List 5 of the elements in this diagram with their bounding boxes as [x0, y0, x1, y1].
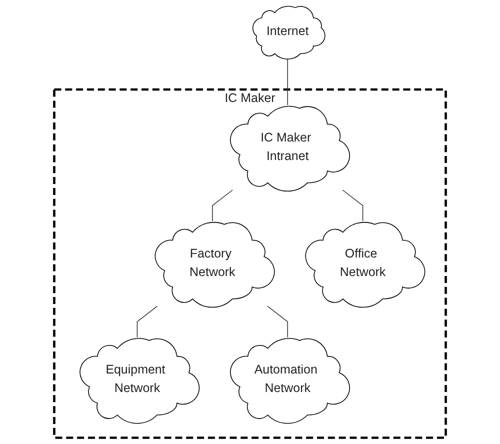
connector: [267, 306, 288, 338]
connector: [342, 190, 364, 222]
connector: [136, 306, 158, 338]
connector: [287, 58, 288, 106]
connector: [212, 190, 233, 222]
